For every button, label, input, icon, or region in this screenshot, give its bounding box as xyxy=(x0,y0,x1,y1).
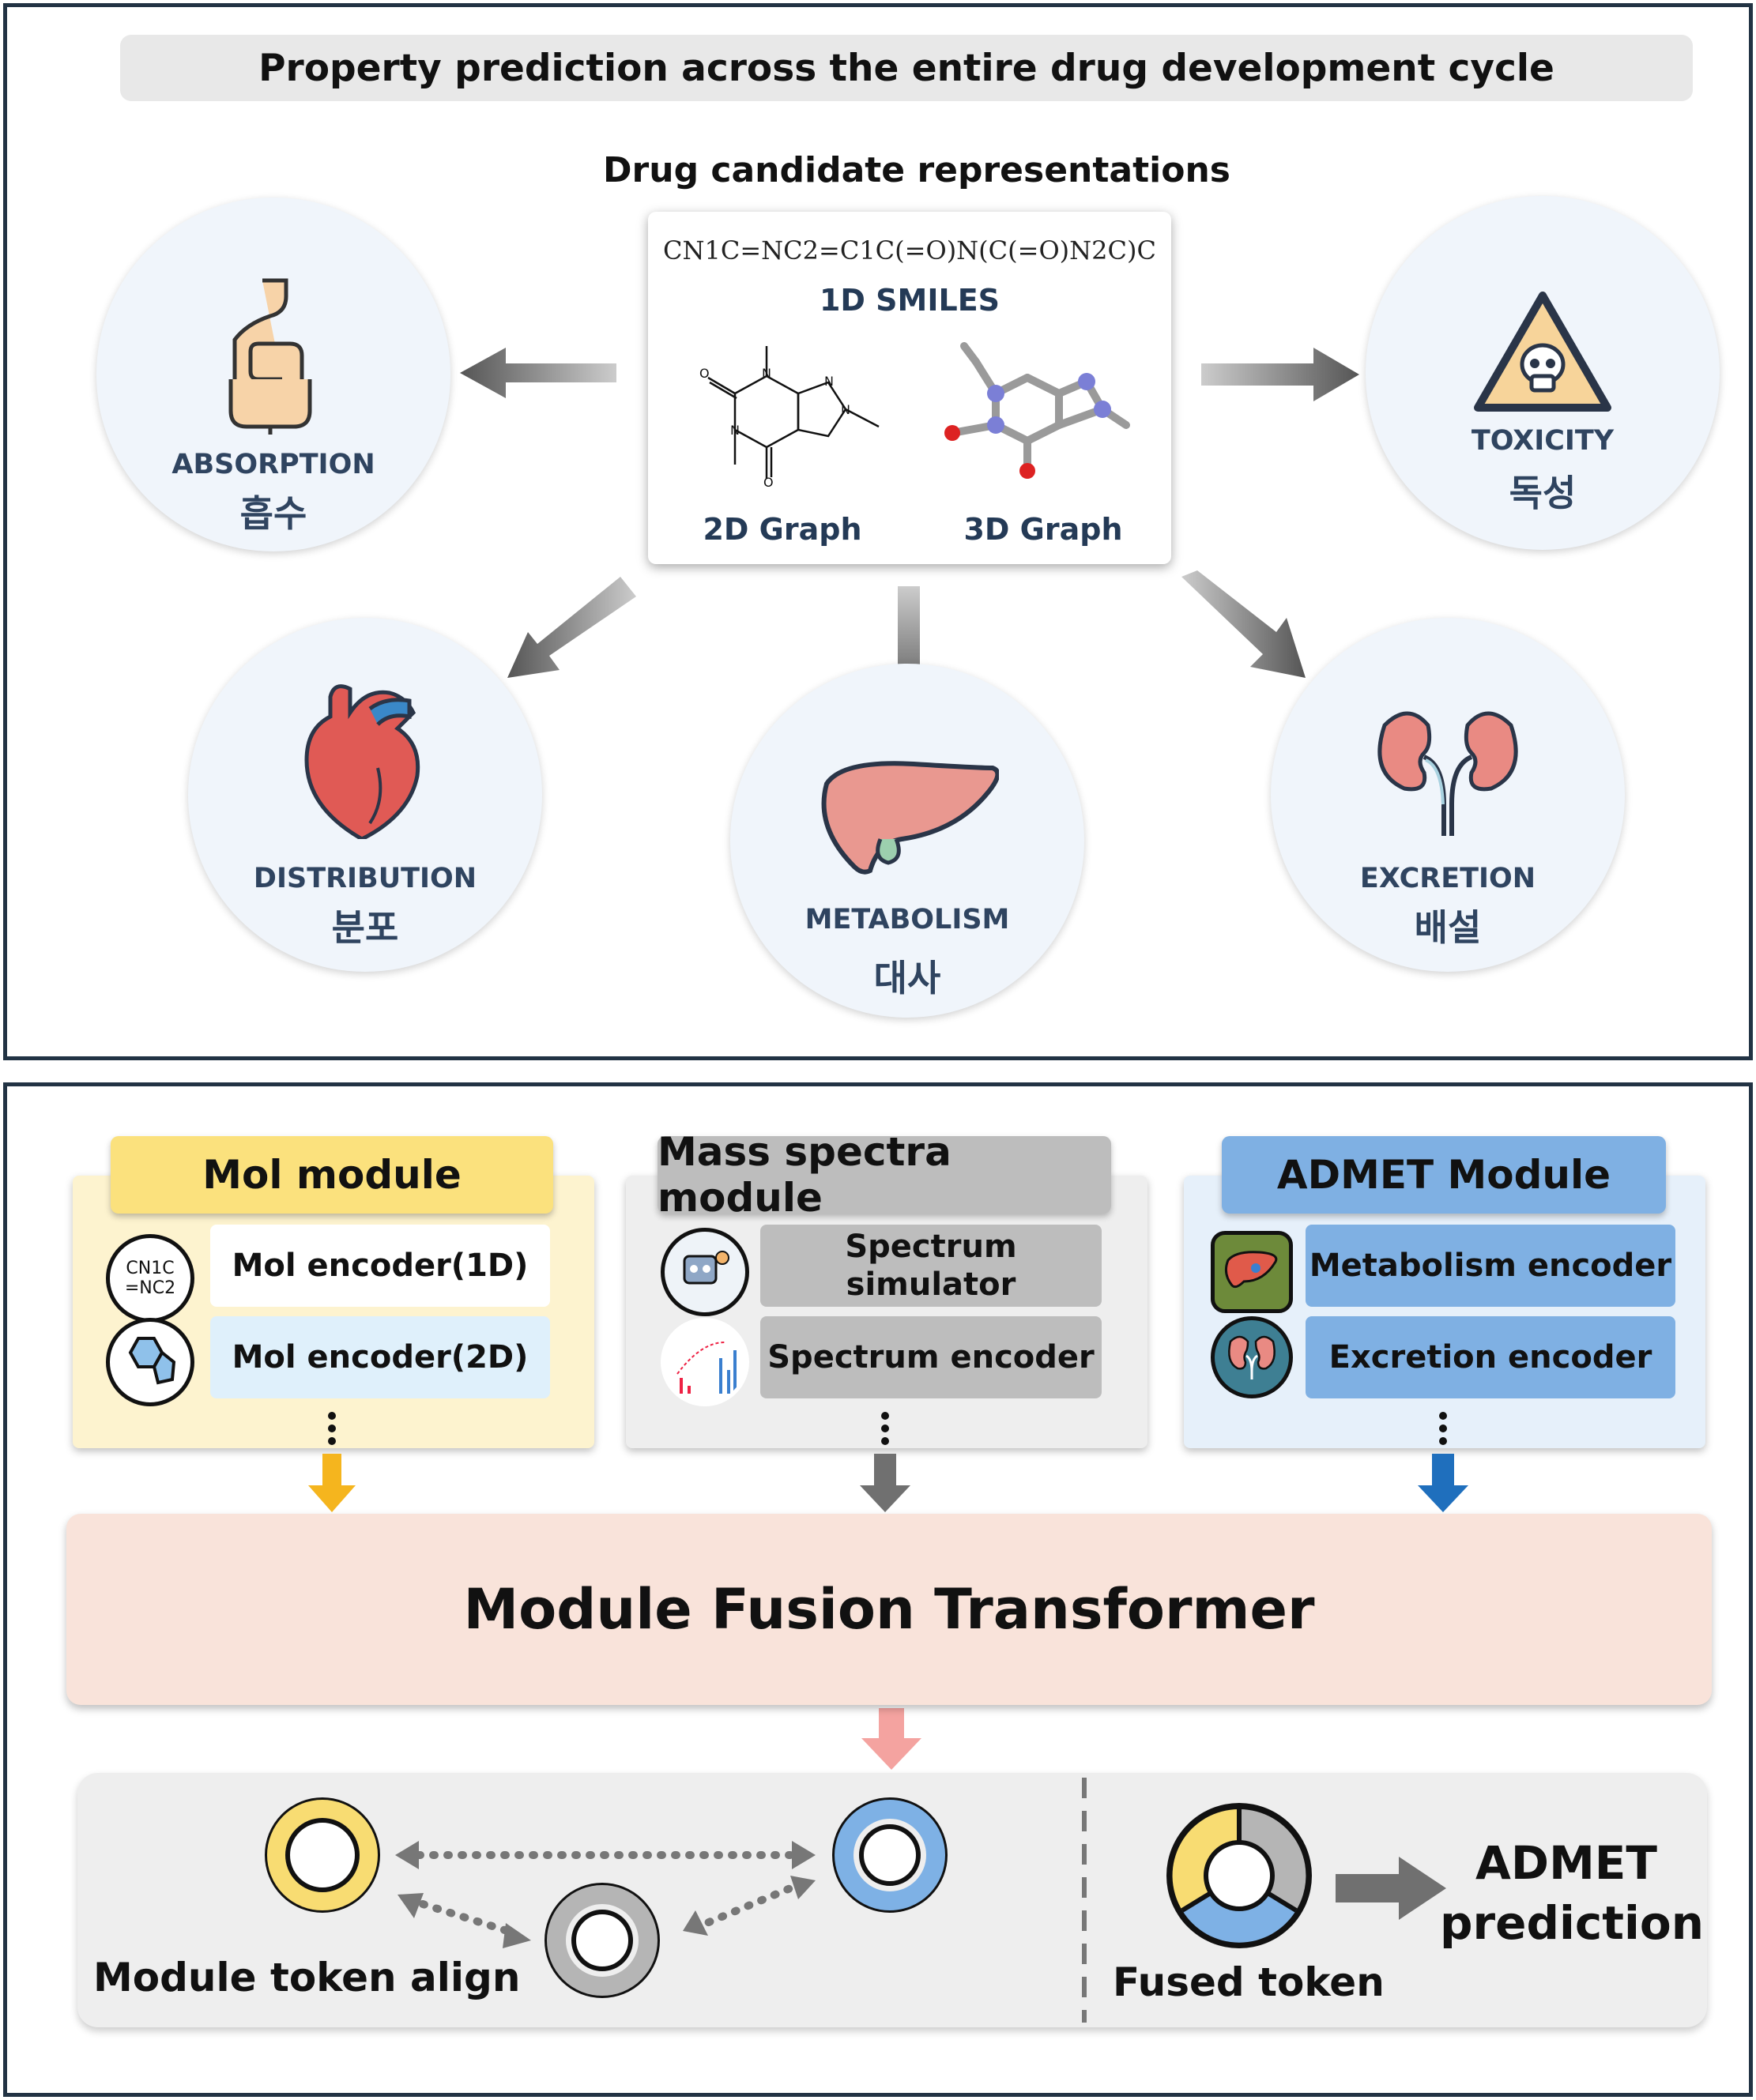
svg-text:N: N xyxy=(762,366,771,381)
intestine-icon xyxy=(228,278,312,435)
distribution-label-kr: 분포 xyxy=(331,906,399,949)
bar-chart-icon xyxy=(676,1342,737,1394)
svg-text:O: O xyxy=(763,475,774,488)
absorption-circle: ABSORPTION 흡수 xyxy=(96,198,450,551)
hexagon-icon xyxy=(128,1337,176,1385)
admet-prediction-line1: ADMET xyxy=(1475,1836,1657,1890)
metabolism-encoder: Metabolism encoder xyxy=(1306,1225,1675,1307)
molecule-graph-icon xyxy=(106,1318,194,1406)
representation-box: CN1C=NC2=C1C(=O)N(C(=O)N2C)C 1D SMILES O… xyxy=(648,212,1171,564)
smiles-icon-text-1: CN1C xyxy=(126,1259,175,1278)
admet-down-arrow xyxy=(1418,1454,1468,1512)
graph2d-label: 2D Graph xyxy=(703,512,862,547)
liver-mini-icon xyxy=(1224,1251,1278,1289)
skull-warning-icon xyxy=(1474,292,1611,412)
kidney-mini-icon xyxy=(1228,1335,1276,1379)
toxicity-circle: TOXICITY 독성 xyxy=(1366,196,1720,550)
mass-module-title: Mass spectra module xyxy=(658,1129,1111,1221)
spectrum-simulator: Spectrum simulator xyxy=(760,1225,1102,1307)
svg-text:N: N xyxy=(730,423,740,438)
svg-text:N: N xyxy=(824,374,834,389)
excretion-encoder: Excretion encoder xyxy=(1306,1316,1675,1398)
top-title: Property prediction across the entire dr… xyxy=(120,35,1693,101)
toxicity-label: TOXICITY xyxy=(1471,425,1615,457)
svg-text:N: N xyxy=(841,402,850,417)
kidney-icon xyxy=(1377,711,1518,836)
kidney-small-icon xyxy=(1211,1316,1293,1398)
arrow-to-excretion xyxy=(1181,570,1306,678)
fusion-down-arrow xyxy=(861,1708,921,1770)
mol-module-title: Mol module xyxy=(111,1136,553,1214)
spectrum-encoder: Spectrum encoder xyxy=(760,1316,1102,1398)
excretion-circle: EXCRETION 배설 xyxy=(1271,618,1625,972)
ai-robot-icon xyxy=(661,1228,749,1316)
fused-token xyxy=(1166,1803,1312,1948)
heart-icon xyxy=(304,684,420,839)
excretion-label-kr: 배설 xyxy=(1414,906,1482,949)
mass-down-arrow xyxy=(860,1454,910,1512)
mol-down-arrow xyxy=(308,1454,356,1512)
excretion-label: EXCRETION xyxy=(1359,863,1536,894)
smiles-icon: CN1C =NC2 xyxy=(106,1234,194,1323)
smiles-icon-text-2: =NC2 xyxy=(124,1278,176,1298)
representations-title: Drug candidate representations xyxy=(603,150,1230,190)
spectrum-chart-icon xyxy=(661,1318,749,1406)
arrow-to-toxicity xyxy=(1201,348,1359,401)
svg-text:O: O xyxy=(699,366,710,381)
metabolism-label: METABOLISM xyxy=(805,904,1010,935)
smiles-label: 1D SMILES xyxy=(819,283,1000,318)
metabolism-circle: METABOLISM 대사 xyxy=(730,664,1084,1018)
admet-module-title: ADMET Module xyxy=(1222,1136,1666,1214)
distribution-circle: DISTRIBUTION 분포 xyxy=(188,618,542,972)
distribution-label: DISTRIBUTION xyxy=(253,863,477,894)
liver-small-icon xyxy=(1211,1231,1293,1313)
module-fusion-transformer: Module Fusion Transformer xyxy=(66,1514,1712,1705)
absorption-label-kr: 흡수 xyxy=(239,492,307,535)
arrow-to-absorption xyxy=(460,348,616,398)
metabolism-label-kr: 대사 xyxy=(873,957,941,999)
arrow-to-distribution xyxy=(507,577,636,678)
smiles-string: CN1C=NC2=C1C(=O)N(C(=O)N2C)C xyxy=(663,235,1156,265)
graph3d-label: 3D Graph xyxy=(963,512,1123,547)
liver-icon xyxy=(821,761,999,875)
toxicity-label-kr: 독성 xyxy=(1509,472,1577,514)
fused-token-label: Fused token xyxy=(1113,1959,1385,2005)
robot-icon xyxy=(683,1251,729,1285)
mol-encoder-2d: Mol encoder(2D) xyxy=(210,1316,550,1398)
absorption-label: ABSORPTION xyxy=(171,449,375,480)
module-token-align-label: Module token align xyxy=(93,1955,521,2000)
prediction-arrow xyxy=(1336,1857,1446,1920)
mol-encoder-1d: Mol encoder(1D) xyxy=(210,1225,550,1307)
admet-prediction-line2: prediction xyxy=(1440,1896,1704,1950)
caffeine-3d-icon xyxy=(944,342,1130,479)
